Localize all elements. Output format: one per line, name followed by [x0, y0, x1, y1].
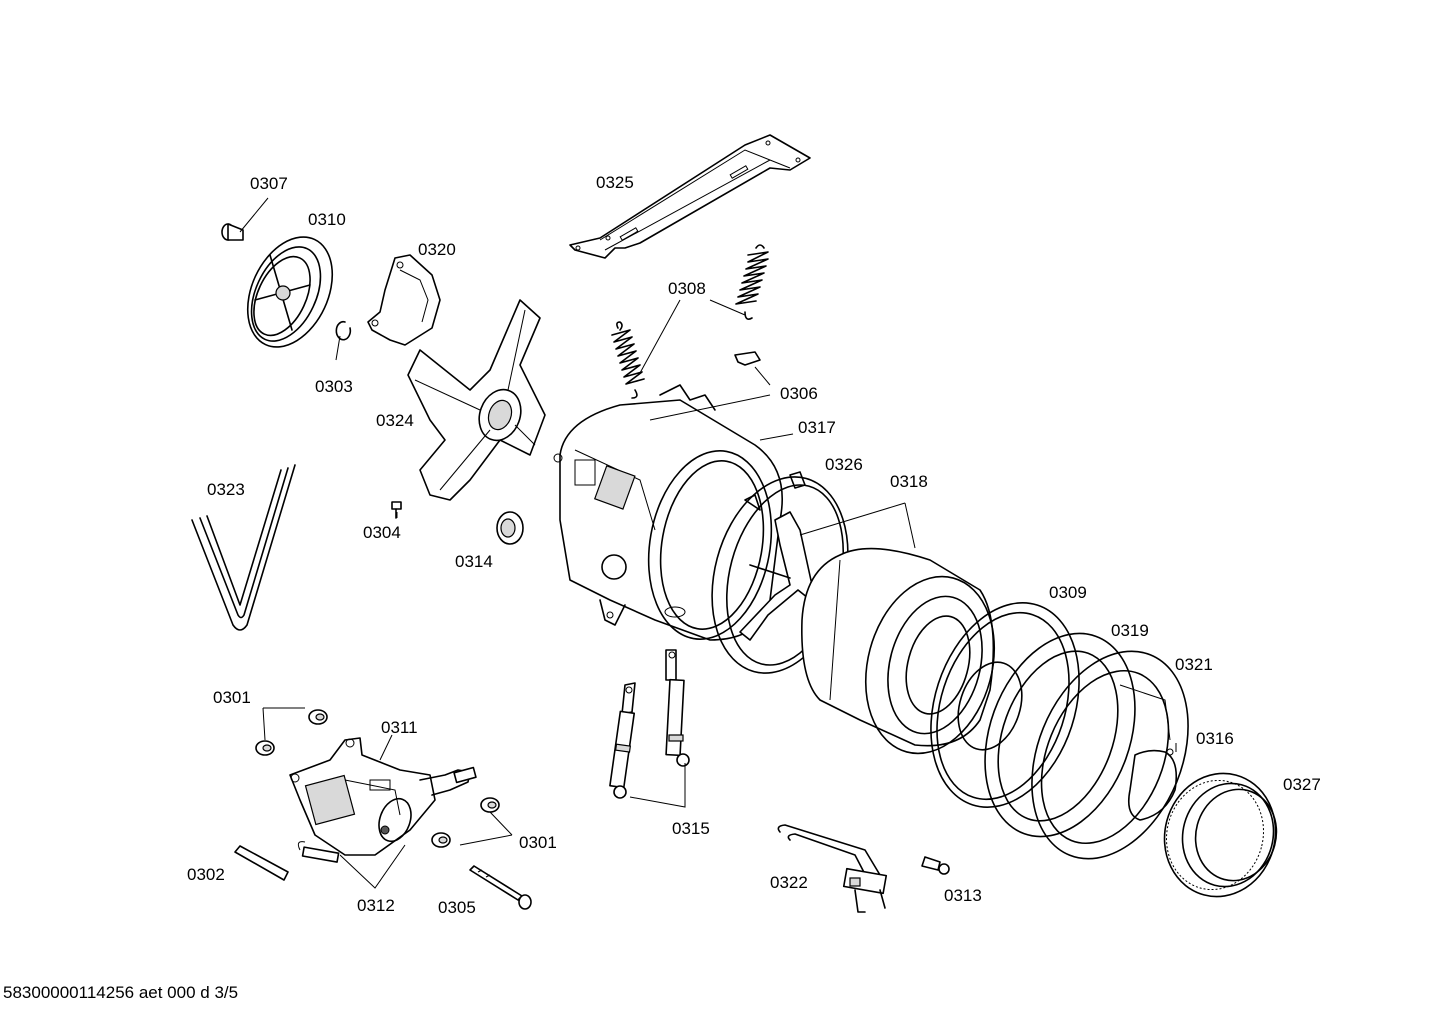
- label-0322: 0322: [770, 873, 808, 892]
- label-0307: 0307: [250, 174, 288, 193]
- label-0313: 0313: [944, 886, 982, 905]
- part-0327-door-ring: [1163, 772, 1278, 898]
- label-0314: 0314: [455, 552, 493, 571]
- part-0314-bearing: [496, 511, 524, 545]
- label-0318: 0318: [890, 472, 928, 491]
- part-0320-bracket: [367, 254, 441, 346]
- label-0305: 0305: [438, 898, 476, 917]
- label-0308: 0308: [668, 279, 706, 298]
- label-0326: 0326: [825, 455, 863, 474]
- label-0315: 0315: [672, 819, 710, 838]
- part-0325-cross-brace: [569, 134, 811, 259]
- part-0324-drum-cross: [407, 299, 546, 501]
- label-0302: 0302: [187, 865, 225, 884]
- label-0306: 0306: [780, 384, 818, 403]
- part-0301-feet: [255, 709, 500, 848]
- part-0307-bolt: [221, 223, 244, 241]
- part-0303-circlip: [335, 320, 352, 341]
- label-0310: 0310: [308, 210, 346, 229]
- part-0315-shock-absorbers: [609, 649, 690, 799]
- part-0308-springs: [611, 244, 769, 399]
- label-0312: 0312: [357, 896, 395, 915]
- part-0318-drum: [739, 511, 996, 755]
- part-0310-pulley: [246, 236, 334, 348]
- part-0302-cable: [234, 845, 289, 881]
- part-0313-temperature-sensor: [921, 856, 950, 875]
- part-0305-bolt: [469, 865, 532, 910]
- part-0316-bracket: [1127, 748, 1178, 821]
- label-0321: 0321: [1175, 655, 1213, 674]
- label-0319: 0319: [1111, 621, 1149, 640]
- part-0317-tub-rear: [553, 384, 783, 641]
- part-0323-belt: [191, 464, 296, 631]
- label-0327: 0327: [1283, 775, 1321, 794]
- label-0323: 0323: [207, 480, 245, 499]
- document-reference-footer: 58300000114256 aet 000 d 3/5: [3, 983, 238, 1002]
- label-0301-top: 0301: [213, 688, 251, 707]
- part-0311-motor: [289, 737, 477, 856]
- part-0319-ring: [984, 632, 1136, 838]
- part-0322-heating-element: [777, 824, 888, 913]
- label-0320: 0320: [418, 240, 456, 259]
- part-0312-carbon-brushes: [297, 841, 340, 863]
- leader-lines: [239, 197, 1177, 889]
- label-0304: 0304: [363, 523, 401, 542]
- part-0309-seal: [930, 602, 1080, 808]
- label-0303: 0303: [315, 377, 353, 396]
- part-labels: 0307 0310 0320 0325 0308 0303 0324 0306 …: [187, 173, 1321, 917]
- label-0311: 0311: [381, 718, 418, 737]
- label-0324: 0324: [376, 411, 414, 430]
- label-0316: 0316: [1196, 729, 1234, 748]
- label-0301-bottom: 0301: [519, 833, 557, 852]
- label-0317: 0317: [798, 418, 836, 437]
- label-0309: 0309: [1049, 583, 1087, 602]
- label-0325: 0325: [596, 173, 634, 192]
- part-0304-screw: [391, 501, 402, 519]
